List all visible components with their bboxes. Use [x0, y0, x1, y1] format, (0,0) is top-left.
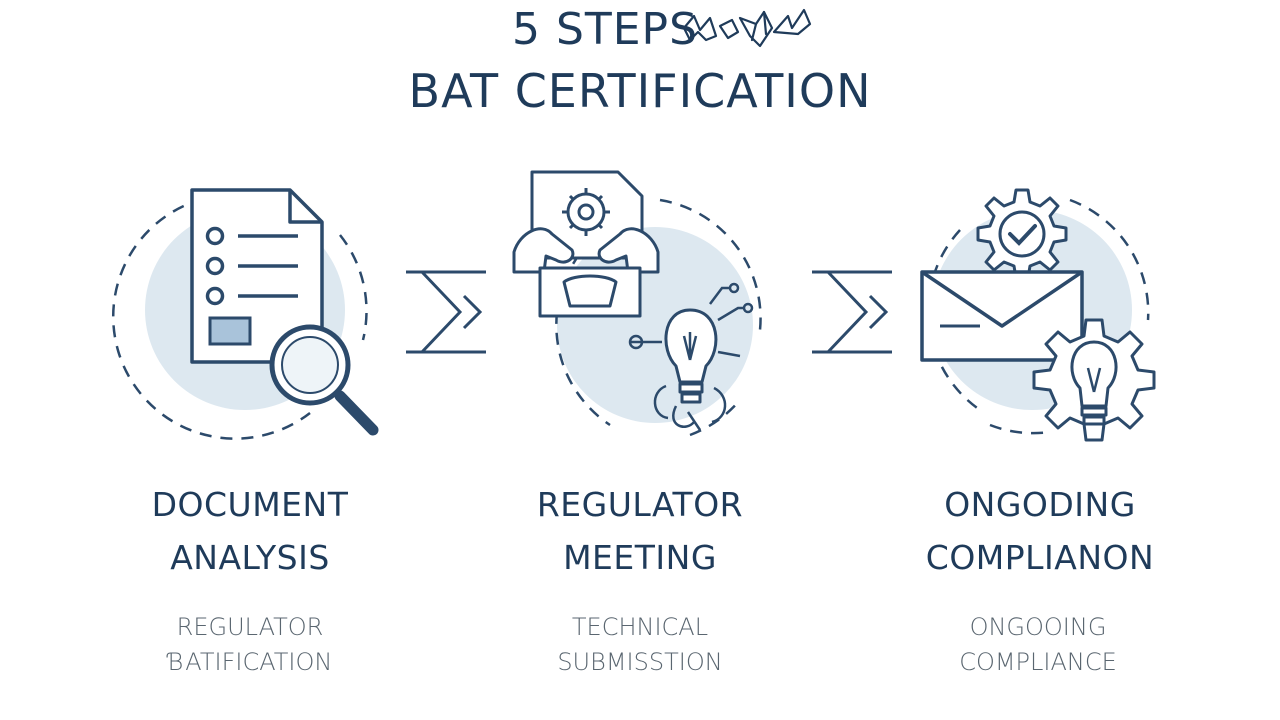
chevron-right-icon [406, 270, 486, 354]
title-line-2: BAT CERTIFICATION [408, 64, 872, 118]
document-magnifier-icon [111, 188, 379, 440]
step-3-title: ONGODING COMPLIANON [860, 478, 1220, 584]
step-2-title: REGULATOR MEETING [460, 478, 820, 584]
step-3-subtitle-line-2: COMPLIANCE [959, 648, 1117, 676]
step-3-subtitle-line-1: ONGOOING [969, 613, 1107, 641]
step-3-title-line-2: COMPLIANON [925, 538, 1155, 577]
chevron-right-icon [812, 270, 892, 354]
step-1-subtitle-line-1: REGULATOR [176, 613, 324, 641]
step-2-subtitle-line-2: SUBMISSTION [557, 648, 723, 676]
step-2-title-line-1: REGULATOR [536, 485, 744, 524]
step-1-subtitle-line-2: ƁATIFICATION [167, 648, 333, 676]
step-2-subtitle-line-1: TECHNICAL [571, 613, 709, 641]
step-2-title-line-2: MEETING [563, 538, 717, 577]
step-1-subtitle: REGULATOR ƁATIFICATION [70, 610, 430, 680]
step-2-subtitle: TECHNICAL SUBMISSTION [460, 610, 820, 680]
step-3-subtitle: ONGOOING COMPLIANCE [858, 610, 1218, 680]
title-line-1: 5 STEPS [511, 4, 699, 55]
envelope-gear-lightbulb-icon [920, 188, 1156, 442]
meeting-gear-lightbulb-icon [512, 170, 762, 437]
step-1-title-line-1: DOCUMENT [151, 485, 349, 524]
step-1-title: DOCUMENT ANALYSIS [70, 478, 430, 584]
step-1-title-line-2: ANALYSIS [170, 538, 330, 577]
title-flourish-icon [682, 8, 812, 48]
step-3-title-line-1: ONGODING [944, 485, 1136, 524]
